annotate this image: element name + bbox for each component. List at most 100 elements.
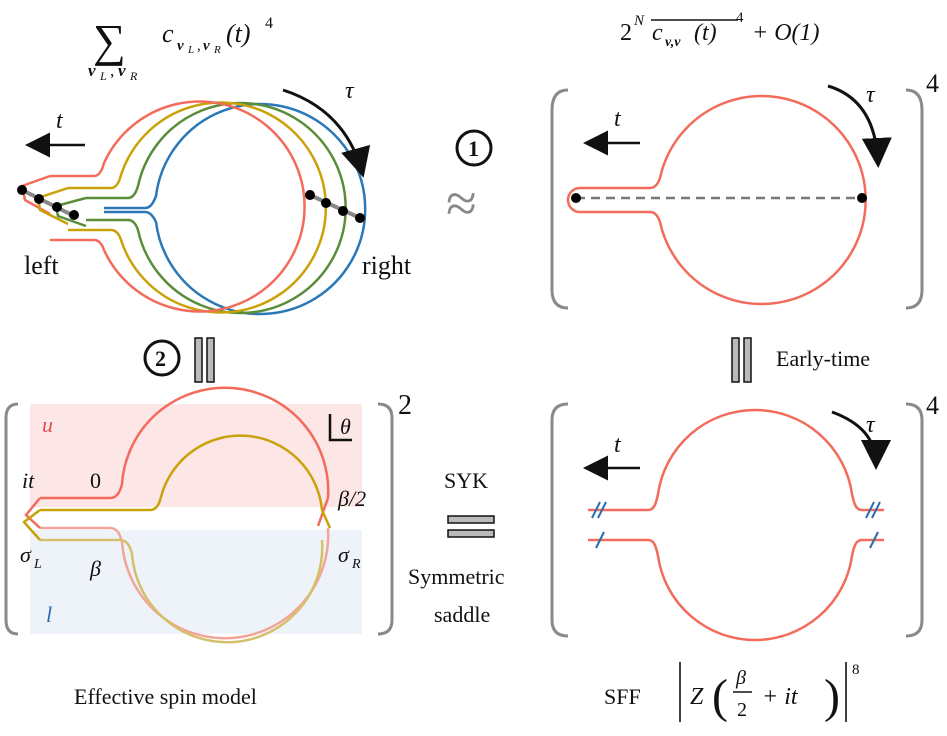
early-time-label: Early-time <box>776 346 870 371</box>
label-beta: β <box>89 556 101 581</box>
heading-exp: N <box>633 13 645 29</box>
heading-top-right: 2 N c v,v (t) 4 + O(1) <box>620 10 820 50</box>
early-bar-b <box>743 337 752 383</box>
step2-circle <box>143 339 181 377</box>
label-t: t <box>614 106 622 132</box>
heading-rest: + O(1) <box>752 20 820 46</box>
right-grey-link <box>309 193 361 220</box>
upper-contour <box>588 408 884 512</box>
caption-beta: β <box>735 667 746 689</box>
bracket-right <box>905 88 924 310</box>
tau-arrow <box>827 84 892 168</box>
tick-marks <box>591 501 881 549</box>
panel-bottom-left: 2 θ u l it 0 β/2 σ L β σ R Effective spi… <box>4 386 412 709</box>
dot-right <box>857 193 867 203</box>
label-left: left <box>24 251 59 280</box>
right-dots <box>305 190 365 223</box>
sum-sub-vl: v <box>88 61 96 80</box>
left-grey-link <box>21 188 75 218</box>
step2-bar-b <box>206 337 215 383</box>
connector-early-time: Early-time <box>731 337 870 383</box>
label-sigma-r-sub: R <box>351 557 361 572</box>
caption-rparen: ) <box>824 670 840 723</box>
symmetric-label: Symmetric <box>408 564 505 589</box>
label-tau: τ <box>345 78 355 104</box>
upper-red <box>40 386 330 500</box>
panel-top-left: ∑ v L , v R c v L , v R (t) 4 <box>17 15 412 316</box>
bracket-right <box>377 402 394 636</box>
bracket-right <box>905 402 924 638</box>
heading-c-sub-vr: v <box>203 38 210 54</box>
caption-effective-spin-model: Effective spin model <box>74 684 257 709</box>
label-right: right <box>362 251 412 280</box>
saddle-label: saddle <box>434 602 490 627</box>
approx-symbol: ≈ <box>446 173 477 235</box>
label-sigma-r: σ <box>338 542 350 567</box>
heading-c-sub-r: R <box>213 44 221 56</box>
label-theta: θ <box>340 414 351 439</box>
upper-yellow <box>40 434 324 512</box>
heading-c: c <box>652 20 663 46</box>
label-tau: τ <box>866 82 876 108</box>
sum-symbol: ∑ <box>93 15 126 66</box>
label-sigma-l: σ <box>20 542 32 567</box>
bracket-left <box>4 402 19 636</box>
heading-pow: 4 <box>736 10 744 26</box>
bracket-left <box>550 402 569 638</box>
tau-arrow <box>831 410 891 470</box>
caption-pow: 8 <box>852 662 860 678</box>
theta-corner <box>328 414 352 442</box>
exponent-4: 4 <box>926 69 939 98</box>
heading-c: c <box>162 19 174 48</box>
syk-label: SYK <box>444 468 488 493</box>
heading-sub: v,v <box>665 35 681 50</box>
step2-bar-a <box>194 337 203 383</box>
caption-sff: SFF <box>604 684 641 709</box>
region-l <box>30 530 362 634</box>
sum-sub-comma: , <box>110 61 114 80</box>
label-sigma-l-sub: L <box>33 557 42 572</box>
sum-sub-l: L <box>99 69 107 83</box>
step1-circle <box>455 129 493 167</box>
panel-bottom-right: 4 t τ SFF Z ( β 2 + it ) <box>550 391 939 723</box>
label-beta-half: β/2 <box>337 486 366 511</box>
heading-t: (t) <box>694 20 717 46</box>
step2-number: 2 <box>155 346 166 371</box>
dot-left <box>571 193 581 203</box>
label-u: u <box>42 412 53 437</box>
label-l: l <box>46 602 52 627</box>
label-it: it <box>22 468 35 493</box>
exponent-4: 4 <box>926 391 939 420</box>
label-zero: 0 <box>90 468 101 493</box>
heading-c-sub-l: L <box>187 44 194 56</box>
caption-two: 2 <box>737 699 747 721</box>
equals-bar-b <box>447 529 495 538</box>
label-t: t <box>614 432 622 458</box>
connector-syk: SYK Symmetric saddle <box>408 468 505 627</box>
tau-arrow <box>282 88 371 178</box>
heading-base: 2 <box>620 20 632 46</box>
sum-sub-vr: v <box>118 61 126 80</box>
caption-lparen: ( <box>712 670 728 723</box>
heading-t: (t) <box>226 19 251 48</box>
connector-step2: 2 <box>143 337 215 383</box>
lower-contour <box>588 538 884 642</box>
lower-yellow <box>40 538 324 644</box>
sum-sub-r: R <box>129 69 138 83</box>
heading-sum: ∑ v L , v R c v L , v R (t) 4 <box>88 15 273 83</box>
caption-z: Z <box>690 684 704 710</box>
caption-plus-it: + it <box>762 684 799 710</box>
keyhole-red <box>566 94 867 306</box>
keyhole-red <box>50 100 306 313</box>
bracket-left <box>550 88 569 310</box>
heading-c-sub-vl: v <box>177 38 184 54</box>
panel-top-right: 2 N c v,v (t) 4 + O(1) 4 t τ <box>550 10 939 310</box>
equals-bar-a <box>447 515 495 524</box>
early-bar-a <box>731 337 740 383</box>
keyhole-blue <box>104 102 367 316</box>
exponent-2: 2 <box>398 390 412 421</box>
heading-c-comma: , <box>197 38 201 54</box>
label-tau: τ <box>866 412 876 438</box>
left-dots <box>17 185 79 220</box>
